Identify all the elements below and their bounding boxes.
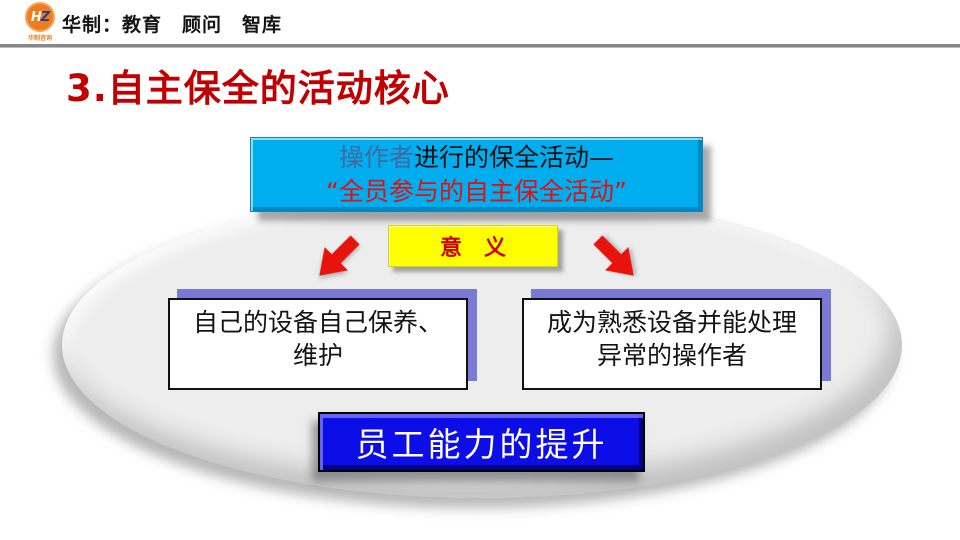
- card-text-line1: 成为熟悉设备并能处理: [546, 308, 797, 337]
- page-title: 3.自主保全的活动核心: [66, 67, 450, 110]
- arrow-down-right-icon: [584, 226, 648, 290]
- arrow-down-left-icon: [305, 226, 369, 290]
- card-text-line2: 维护: [292, 341, 343, 370]
- card-skilled-operator: 成为熟悉设备并能处理 异常的操作者: [522, 289, 831, 390]
- card-text-line1: 自己的设备自己保养、: [192, 308, 443, 337]
- logo-monogram: HZ: [30, 9, 50, 25]
- logo-subtext: 华制咨询: [27, 35, 52, 42]
- top-banner: 操作者进行的保全活动— “全员参与的自主保全活动”: [250, 137, 703, 212]
- header-brand-text: 华制：教育 顾问 智库: [62, 14, 283, 36]
- company-logo: HZ 华制咨询: [20, 2, 60, 42]
- result-box: 员工能力的提升: [318, 412, 645, 472]
- banner-rest-text: 进行的保全活动—: [414, 142, 615, 172]
- header-divider: [0, 44, 960, 48]
- meaning-box: 意 义: [388, 225, 558, 267]
- arrow-down-right-glyph: [593, 235, 634, 276]
- meaning-label: 意 义: [439, 236, 506, 261]
- header: HZ 华制咨询 华制：教育 顾问 智库: [0, 0, 960, 44]
- arrow-down-left-glyph: [319, 235, 360, 276]
- card-face: 自己的设备自己保养、 维护: [168, 298, 468, 390]
- banner-quote-text: “全员参与的自主保全活动”: [326, 176, 627, 206]
- card-text-line2: 异常的操作者: [596, 341, 747, 370]
- hz-logo-icon: HZ: [25, 2, 55, 32]
- result-label: 员工能力的提升: [355, 425, 608, 464]
- card-self-maintenance: 自己的设备自己保养、 维护: [168, 289, 477, 390]
- banner-lead-text: 操作者: [338, 142, 414, 172]
- card-face: 成为熟悉设备并能处理 异常的操作者: [522, 298, 822, 390]
- banner-line1: 操作者进行的保全活动—: [339, 141, 614, 175]
